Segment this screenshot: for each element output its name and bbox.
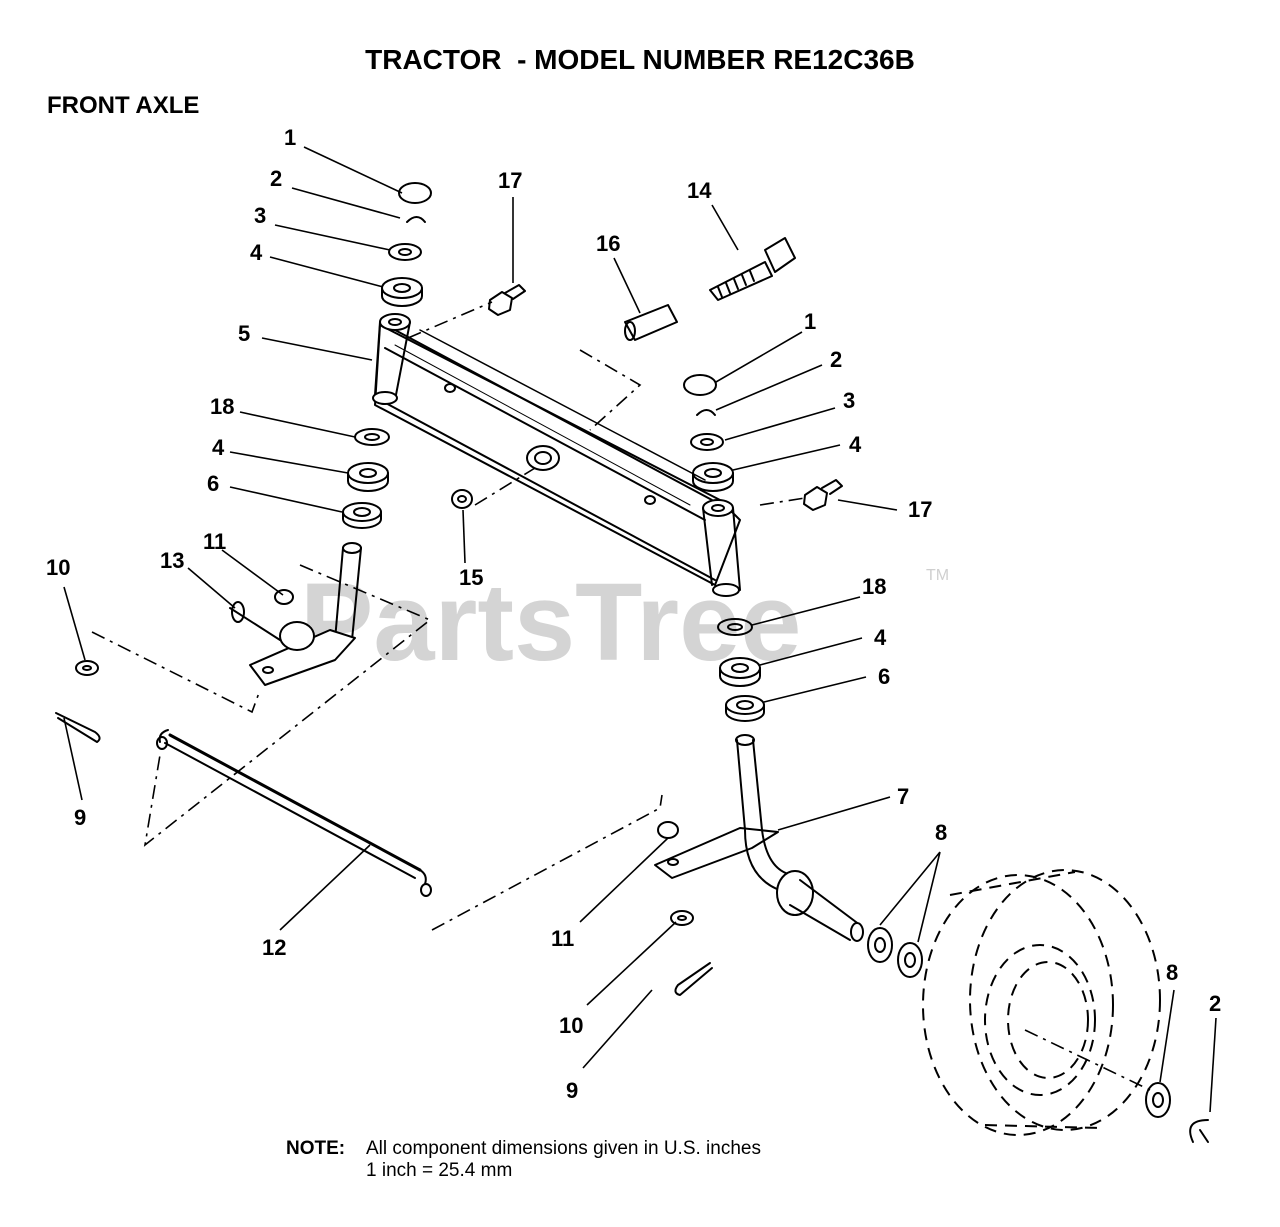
callout-4: 4	[874, 625, 887, 650]
callout-3: 3	[843, 388, 855, 413]
ring-left-top	[406, 216, 426, 223]
washer-left-18	[354, 428, 390, 446]
washer-right-18	[717, 618, 753, 636]
callout-1: 1	[804, 309, 816, 334]
diagram-title: TRACTOR - MODEL NUMBER RE12C36B	[365, 44, 915, 75]
bearing-left-top	[381, 277, 423, 299]
right-spindle	[654, 734, 864, 942]
watermark-trademark: TM	[926, 567, 949, 584]
callout-9: 9	[566, 1078, 578, 1103]
callout-1: 1	[284, 125, 296, 150]
washer-left-top	[388, 243, 422, 261]
callout-11: 11	[551, 926, 574, 951]
callout-17: 17	[498, 168, 522, 193]
callout-9: 9	[74, 805, 86, 830]
cotter-pin-right	[674, 962, 713, 996]
note-line-1: All component dimensions given in U.S. i…	[366, 1138, 761, 1159]
callout-14: 14	[687, 178, 712, 203]
washer-left-10	[75, 660, 99, 676]
grease-fitting-left	[488, 284, 526, 316]
watermark-text: PartsTree	[300, 561, 801, 684]
callout-2: 2	[1209, 991, 1221, 1016]
callout-6: 6	[207, 471, 219, 496]
callout-17: 17	[908, 497, 932, 522]
washer-right-top	[690, 433, 724, 451]
wheel-washer-2	[897, 942, 923, 978]
drag-link	[156, 729, 432, 897]
wheel-retaining-ring	[1189, 1119, 1209, 1143]
left-spindle	[229, 542, 362, 686]
front-wheel	[922, 869, 1161, 1136]
callout-4: 4	[250, 240, 263, 265]
callout-2: 2	[830, 347, 842, 372]
bushing-left	[342, 502, 382, 522]
callout-8: 8	[1166, 960, 1178, 985]
callout-18: 18	[862, 574, 886, 599]
spacer-tube	[624, 304, 678, 341]
note: NOTE: All component dimensions given in U…	[286, 1138, 761, 1182]
ring-right-top	[696, 409, 716, 416]
callout-13: 13	[160, 548, 184, 573]
callout-11: 11	[203, 529, 226, 554]
callout-3: 3	[254, 203, 266, 228]
callout-10: 10	[46, 555, 70, 580]
section-title: FRONT AXLE	[47, 92, 200, 119]
note-label: NOTE:	[286, 1138, 346, 1159]
callout-6: 6	[878, 664, 890, 689]
callout-4: 4	[849, 432, 862, 457]
cap-left-top	[398, 182, 432, 204]
callout-2: 2	[270, 166, 282, 191]
callout-15: 15	[459, 565, 483, 590]
axle-beam	[372, 313, 741, 597]
callout-16: 16	[596, 231, 620, 256]
callout-4: 4	[212, 435, 225, 460]
callout-7: 7	[897, 784, 909, 809]
callout-12: 12	[262, 935, 286, 960]
note-line-2: 1 inch = 25.4 mm	[366, 1160, 513, 1181]
cap-right-top	[683, 374, 717, 396]
callout-8: 8	[935, 820, 947, 845]
center-nut	[451, 489, 473, 509]
bushing-right	[725, 695, 765, 715]
callout-18: 18	[210, 394, 234, 419]
cotter-pin-left	[55, 712, 101, 743]
nut-right-11	[657, 821, 679, 839]
wheel-washer-1	[867, 927, 893, 963]
grease-fitting-right	[803, 479, 843, 511]
wheel-washer-outer	[1145, 1082, 1171, 1118]
bolt	[709, 237, 796, 301]
callout-10: 10	[559, 1013, 583, 1038]
callout-5: 5	[238, 321, 250, 346]
washer-right-10	[670, 910, 694, 926]
bearing-right-top	[692, 462, 734, 484]
bearing-left-lower	[347, 462, 389, 484]
